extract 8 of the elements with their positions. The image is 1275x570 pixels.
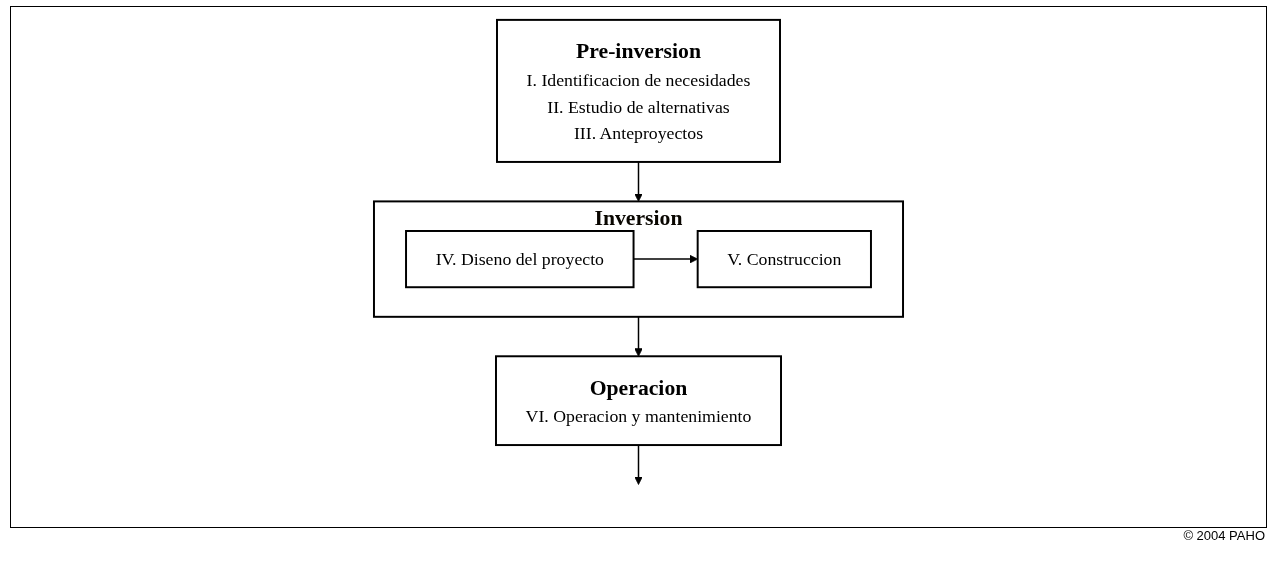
- arrow: [634, 316, 643, 357]
- node-box: V. Construccion: [696, 230, 872, 289]
- arrow: [634, 444, 643, 485]
- copyright-note: © 2004 PAHO: [1183, 528, 1265, 543]
- node-box: Pre-inversion I. Identificacion de necesidades II. Estudio de alternativas III. Anteproyectos: [496, 18, 781, 163]
- arrow: [634, 161, 643, 202]
- node-box: IV. Diseno del proyecto: [405, 230, 635, 289]
- node-box: Operacion VI. Operacion y mantenimiento: [495, 355, 782, 447]
